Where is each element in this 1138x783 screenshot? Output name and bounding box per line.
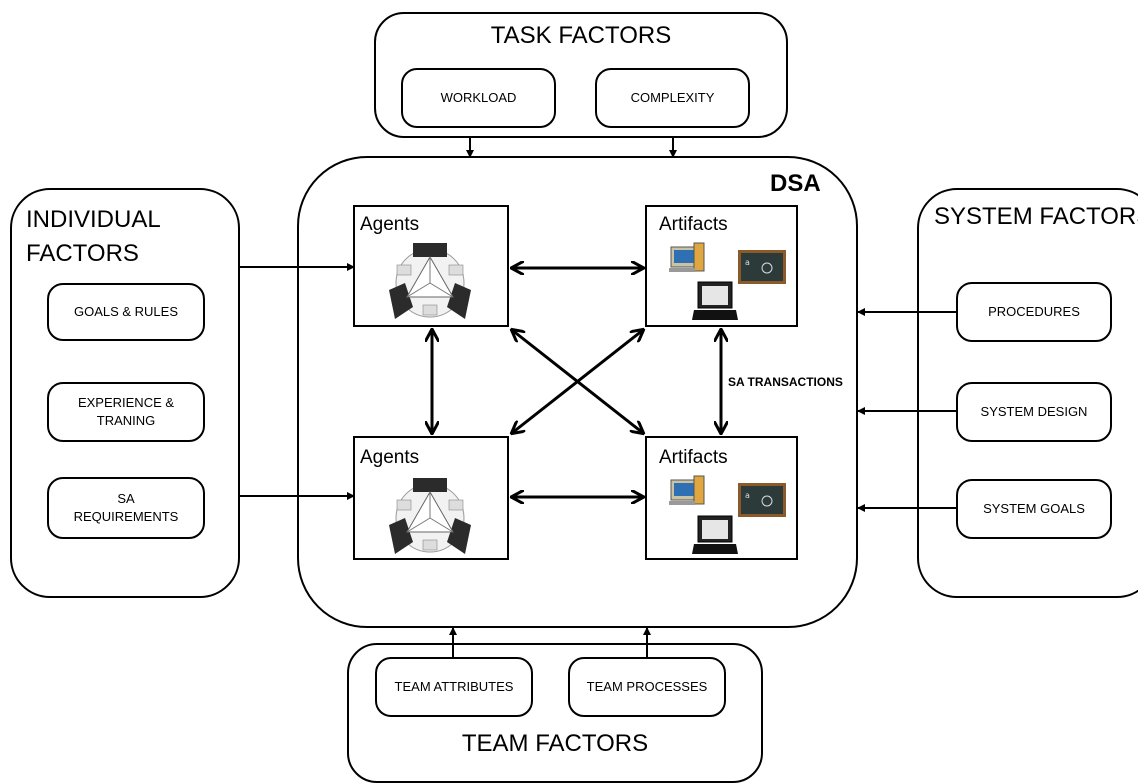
complexity-box: COMPLEXITY xyxy=(595,68,750,128)
team-attributes-box: TEAM ATTRIBUTES xyxy=(375,657,533,717)
arrow-diagonal-artifacts-agents xyxy=(512,330,643,433)
connector-arrows xyxy=(238,138,957,657)
chalkboard-icon: a xyxy=(738,250,786,284)
requirements-label: REQUIREMENTS xyxy=(73,509,179,524)
sa-wheel-icon xyxy=(389,243,471,319)
sa-transactions-label: SA TRANSACTIONS xyxy=(728,375,843,389)
team-processes-box: TEAM PROCESSES xyxy=(568,657,726,717)
procedures-box: PROCEDURES xyxy=(956,282,1112,342)
sa-wheel-icon xyxy=(389,478,471,554)
team-factors-title: TEAM FACTORS xyxy=(461,730,649,757)
artifacts-panel-top: Artifacts a xyxy=(645,205,798,327)
individual-factors-title: INDIVIDUAL FACTORS xyxy=(26,203,161,271)
team-attributes-label: TEAM ATTRIBUTES xyxy=(394,679,514,695)
goals-rules-box: GOALS & RULES xyxy=(47,283,205,341)
desktop-computer-icon xyxy=(669,242,705,272)
training-label: TRANING xyxy=(96,413,156,428)
individual-title-line2: FACTORS xyxy=(26,240,139,267)
laptop-icon xyxy=(692,515,738,554)
team-processes-label: TEAM PROCESSES xyxy=(586,679,708,695)
system-factors-title: SYSTEM FACTORS xyxy=(934,203,1138,230)
system-goals-box: SYSTEM GOALS xyxy=(956,479,1112,539)
workload-box: WORKLOAD xyxy=(401,68,556,128)
artifacts-title-bottom: Artifacts xyxy=(659,447,728,468)
procedures-label: PROCEDURES xyxy=(988,304,1080,320)
task-factors-title: TASK FACTORS xyxy=(490,22,672,49)
agents-panel-bottom: Agents xyxy=(353,436,509,560)
svg-text:a: a xyxy=(745,258,750,267)
sa-requirements-box: SA REQUIREMENTS xyxy=(47,477,205,539)
sa-label: SA xyxy=(117,491,135,507)
individual-title-line1: INDIVIDUAL xyxy=(26,206,161,233)
system-goals-label: SYSTEM GOALS xyxy=(983,501,1085,517)
svg-text:a: a xyxy=(745,491,750,500)
agents-panel-top: Agents xyxy=(353,205,509,327)
agents-title-bottom: Agents xyxy=(360,447,420,468)
experience-training-box: EXPERIENCE & TRANING xyxy=(47,382,205,442)
desktop-computer-icon xyxy=(669,475,705,505)
dsa-title: DSA xyxy=(770,170,821,197)
agents-title: Agents xyxy=(360,214,420,235)
system-design-label: SYSTEM DESIGN xyxy=(980,404,1088,420)
experience-label: EXPERIENCE & xyxy=(77,395,175,411)
laptop-icon xyxy=(692,281,738,320)
artifacts-title: Artifacts xyxy=(659,214,728,235)
goals-rules-label: GOALS & RULES xyxy=(73,304,179,320)
chalkboard-icon: a xyxy=(738,483,786,517)
complexity-label: COMPLEXITY xyxy=(630,90,715,106)
workload-label: WORKLOAD xyxy=(440,90,517,106)
artifacts-panel-bottom: Artifacts a xyxy=(645,436,798,560)
